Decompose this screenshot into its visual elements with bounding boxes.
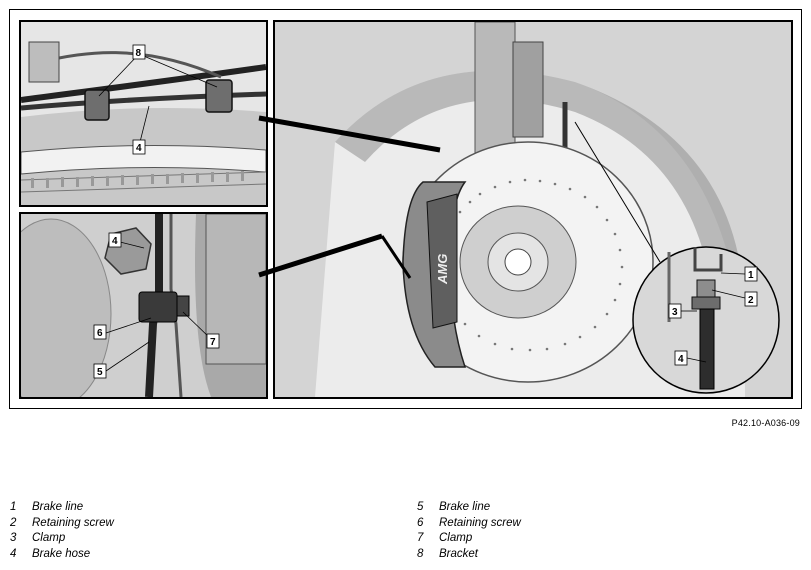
callout-5: 5 <box>93 363 107 379</box>
figure-reference-code: P42.10-A036-09 <box>731 418 800 428</box>
callout-8-top: 8 <box>132 44 146 60</box>
callout-1: 1 <box>744 266 758 282</box>
brake-disc <box>402 141 654 383</box>
callout-2: 2 <box>744 291 758 307</box>
callout-7: 7 <box>206 333 220 349</box>
svg-text:7: 7 <box>210 337 216 348</box>
main-brake-view: AMG 1 2 3 <box>273 20 793 399</box>
callout-4-inset: 4 <box>674 350 688 366</box>
svg-text:4: 4 <box>112 236 118 247</box>
svg-text:3: 3 <box>672 307 678 318</box>
callout-4-top: 4 <box>132 139 146 155</box>
callout-4-mid: 4 <box>108 232 122 248</box>
brake-caliper: AMG <box>402 181 467 368</box>
callout-6: 6 <box>93 324 107 340</box>
connector-lines <box>258 115 441 279</box>
detail-panel-bracket: 8 4 <box>19 20 268 207</box>
svg-text:1: 1 <box>748 270 754 281</box>
svg-text:8: 8 <box>136 48 142 59</box>
caliper-logo: AMG <box>435 254 450 285</box>
svg-text:2: 2 <box>748 295 754 306</box>
svg-text:4: 4 <box>136 143 142 154</box>
clamp-illustration: 4 6 7 5 <box>21 214 266 397</box>
svg-text:4: 4 <box>678 354 684 365</box>
figure-frame: 8 4 4 <box>9 9 802 409</box>
callout-3: 3 <box>668 303 682 319</box>
brake-disc-illustration: AMG 1 2 3 <box>275 22 791 397</box>
detail-panel-clamp: 4 6 7 5 <box>19 212 268 399</box>
bracket-illustration: 8 4 <box>21 22 266 205</box>
svg-text:6: 6 <box>97 328 103 339</box>
svg-text:5: 5 <box>97 367 103 378</box>
